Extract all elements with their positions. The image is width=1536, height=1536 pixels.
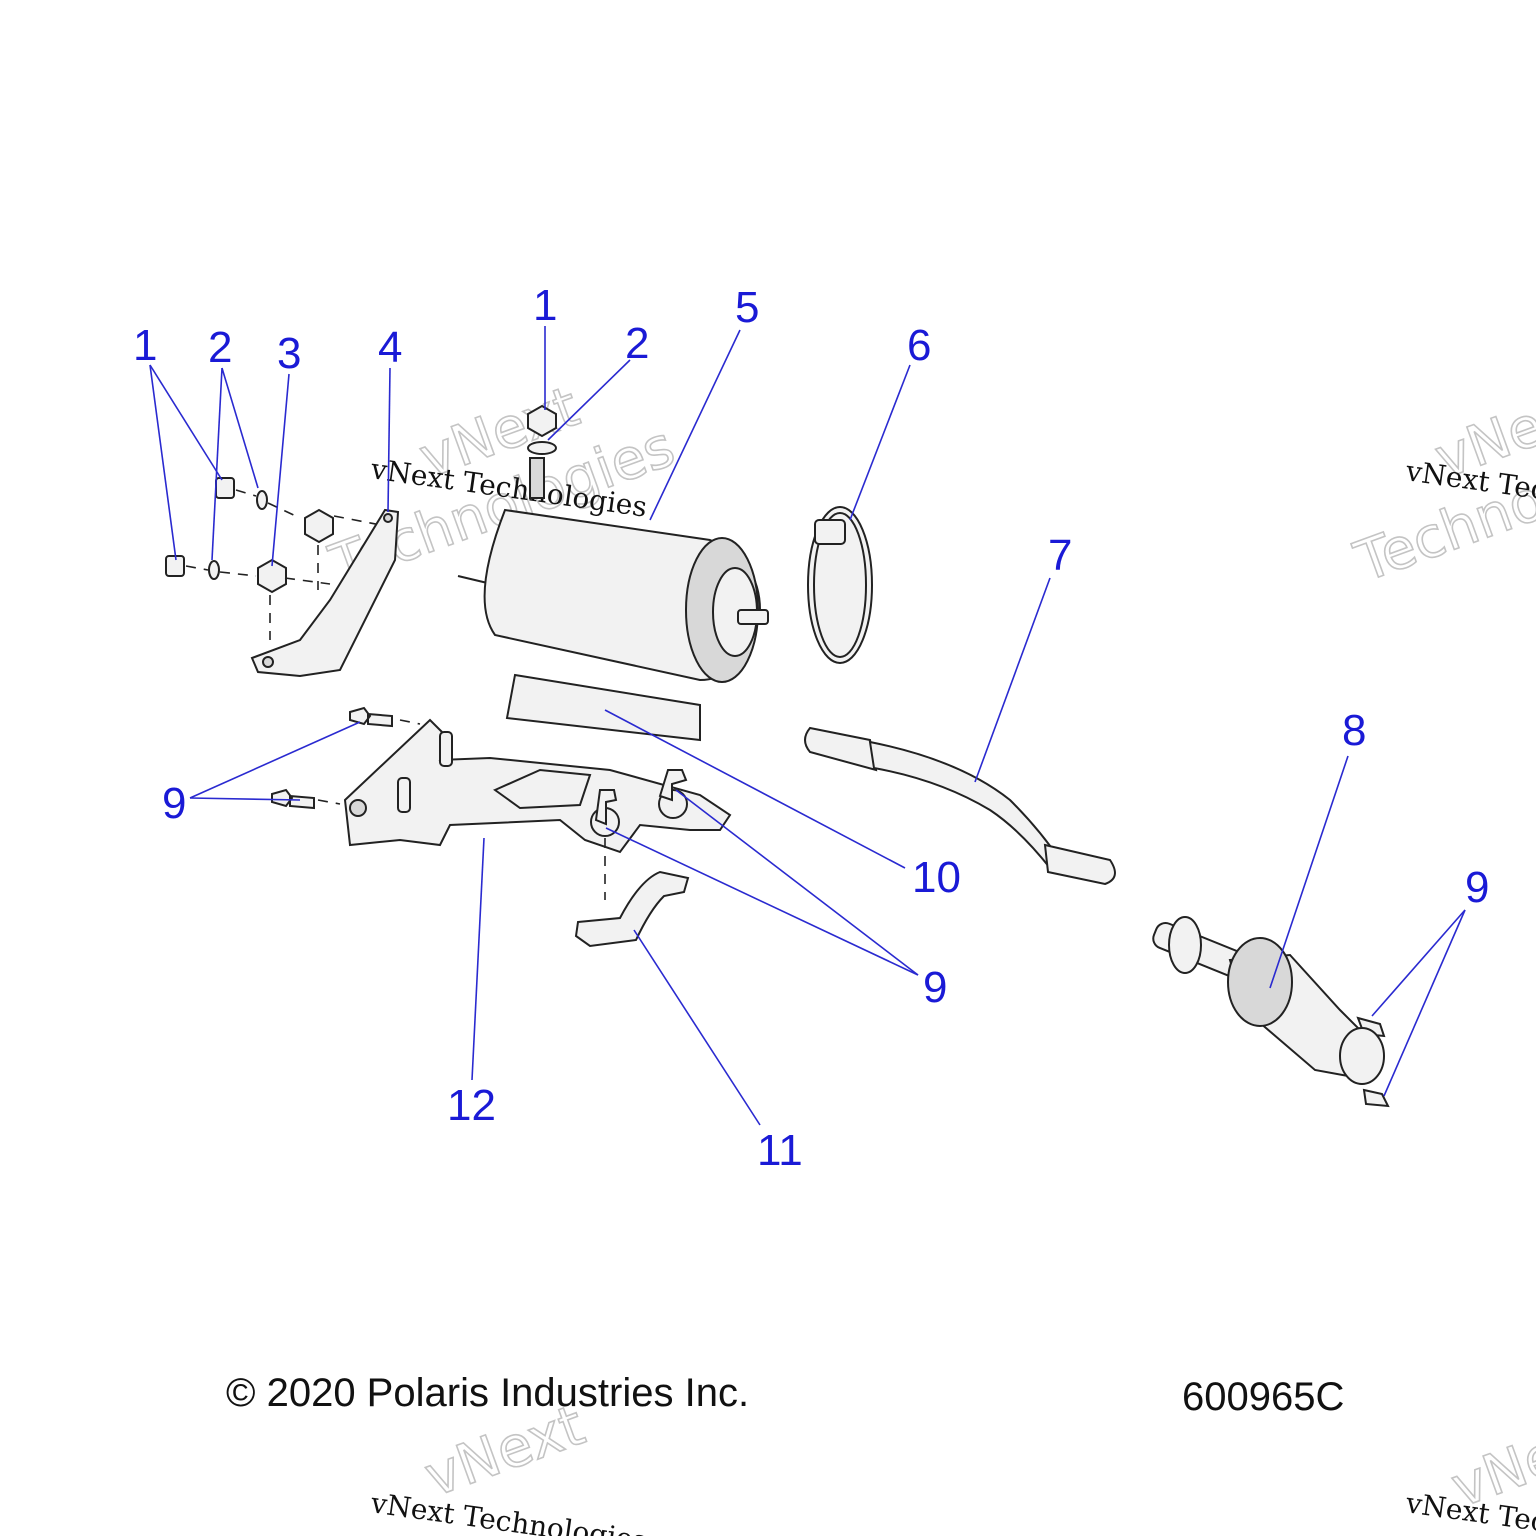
rubber-pad bbox=[505, 673, 701, 742]
flange-nut-upper bbox=[304, 508, 334, 544]
copyright-text: © 2020 Polaris Industries Inc. bbox=[226, 1371, 749, 1415]
motor-washer bbox=[527, 441, 557, 455]
callout-4: 4 bbox=[378, 323, 402, 372]
callout-6: 6 bbox=[907, 321, 931, 370]
motor-nut bbox=[527, 404, 557, 438]
callout-1-top: 1 bbox=[533, 281, 557, 330]
starter-drive bbox=[1152, 916, 1385, 1085]
hose-clamp bbox=[807, 506, 873, 664]
callout-9-left: 9 bbox=[162, 779, 186, 828]
leader-lines bbox=[149, 326, 1466, 1126]
callout-2-left: 2 bbox=[208, 323, 232, 372]
callout-11: 11 bbox=[757, 1126, 803, 1175]
callout-2-top: 2 bbox=[625, 319, 649, 368]
callout-8: 8 bbox=[1342, 706, 1366, 755]
main-bracket bbox=[343, 718, 732, 854]
drawing-number: 600965C bbox=[1182, 1375, 1344, 1419]
nut-lower bbox=[165, 555, 185, 577]
callout-10: 10 bbox=[912, 853, 961, 902]
callout-12: 12 bbox=[447, 1081, 496, 1130]
washer-upper bbox=[256, 490, 268, 510]
watermark-line: vNext Technologies bbox=[368, 1486, 649, 1536]
left-fasteners bbox=[165, 477, 387, 640]
washer-lower bbox=[208, 560, 220, 580]
mount-bracket bbox=[250, 508, 400, 678]
screws bbox=[271, 706, 1390, 1108]
callout-1-left: 1 bbox=[133, 321, 157, 370]
starter-motor bbox=[457, 457, 769, 683]
callout-3: 3 bbox=[277, 329, 301, 378]
callouts: 1 2 3 4 1 2 5 6 7 8 9 10 9 9 12 11 bbox=[133, 281, 1489, 1175]
terminal-boot bbox=[804, 726, 1116, 886]
saddle-clamp bbox=[574, 870, 690, 948]
callout-5: 5 bbox=[735, 283, 759, 332]
callout-9-right: 9 bbox=[1465, 863, 1489, 912]
callout-7: 7 bbox=[1048, 531, 1072, 580]
callout-9-center: 9 bbox=[923, 963, 947, 1012]
nut-upper bbox=[215, 477, 235, 499]
